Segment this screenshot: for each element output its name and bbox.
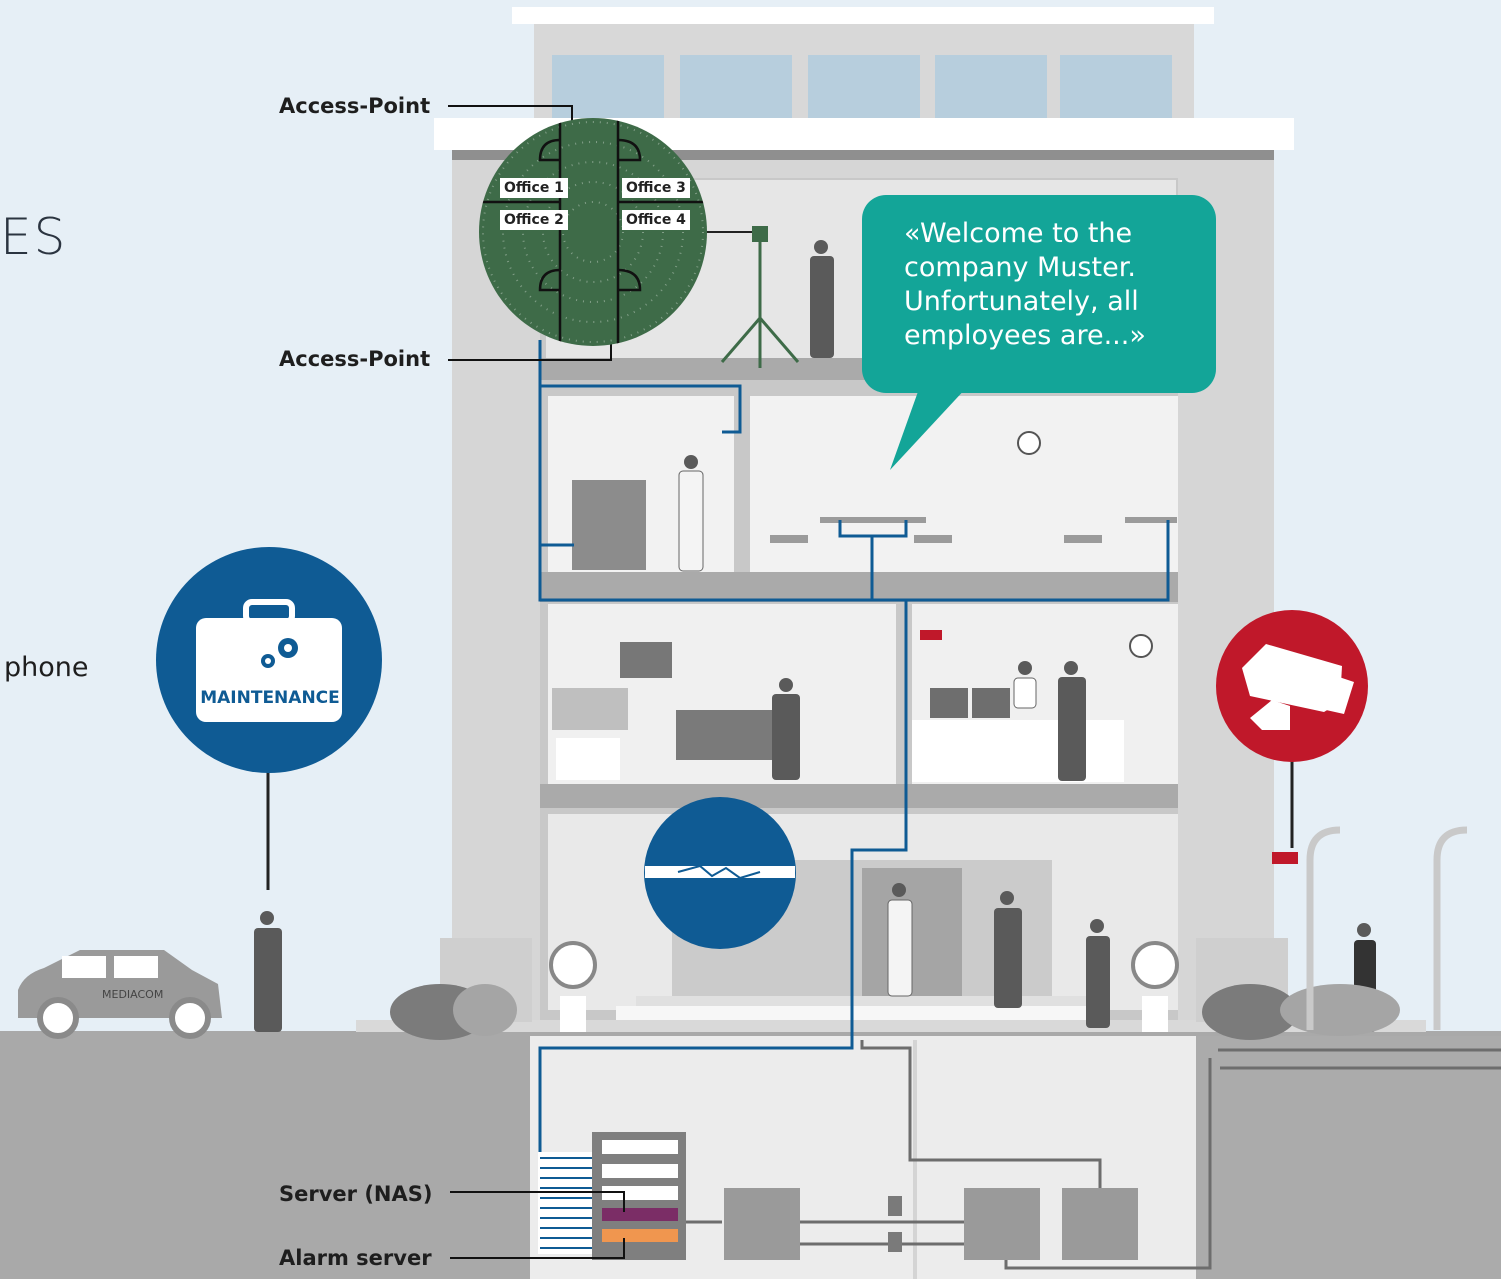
- phone-fragment: phone: [4, 652, 89, 683]
- maintenance-label: MAINTENANCE: [200, 688, 340, 708]
- access-point-label-top: Access-Point: [279, 94, 431, 118]
- clock-icon: [1129, 634, 1153, 658]
- people: [254, 240, 1376, 1032]
- speech-bubble-line: «Welcome to the: [904, 218, 1133, 249]
- security-camera-icon: [920, 630, 942, 640]
- roof-windows: [552, 55, 1172, 119]
- toolbox-gears-icon: [196, 599, 342, 722]
- basement-units: [724, 1188, 1138, 1260]
- security-camera-icon: [1272, 852, 1298, 864]
- speech-bubble-tail: [890, 386, 968, 470]
- office-label: Office 4: [622, 210, 690, 230]
- server-nas-label: Server (NAS): [279, 1182, 433, 1206]
- access-point-label-bottom: Access-Point: [279, 347, 431, 371]
- heading-fragment: ES: [0, 208, 68, 266]
- access-point-map: [479, 118, 707, 346]
- alarm-drive: [602, 1229, 678, 1242]
- alarm-server-label: Alarm server: [279, 1246, 432, 1270]
- security-camera-icon: [1242, 644, 1354, 730]
- clock-icon: [1017, 431, 1041, 455]
- server-rack: [538, 1132, 686, 1260]
- office-furniture: [552, 480, 1177, 782]
- speech-bubble-line: employees are...»: [904, 320, 1146, 351]
- callout-lines: [448, 105, 625, 1259]
- plants: [390, 941, 1400, 1040]
- roof-cap: [512, 7, 1214, 24]
- speech-bubble-line: company Muster.: [904, 252, 1136, 283]
- speech-bubble: «Welcome to the company Muster. Unfortun…: [862, 195, 1216, 393]
- tripod-antenna: [706, 231, 800, 368]
- street-lamps: [1306, 826, 1468, 1030]
- office-label: Office 3: [622, 178, 690, 198]
- office-label: Office 2: [500, 210, 568, 230]
- speech-bubble-line: Unfortunately, all: [904, 286, 1139, 317]
- nas-drive: [602, 1208, 678, 1221]
- office-label: Office 1: [500, 178, 568, 198]
- cut-cable-icon: [645, 864, 795, 880]
- building-wiring: [676, 1040, 1501, 1270]
- maintenance-car: [18, 950, 222, 1039]
- car-logo: MEDIACOM: [102, 988, 163, 1001]
